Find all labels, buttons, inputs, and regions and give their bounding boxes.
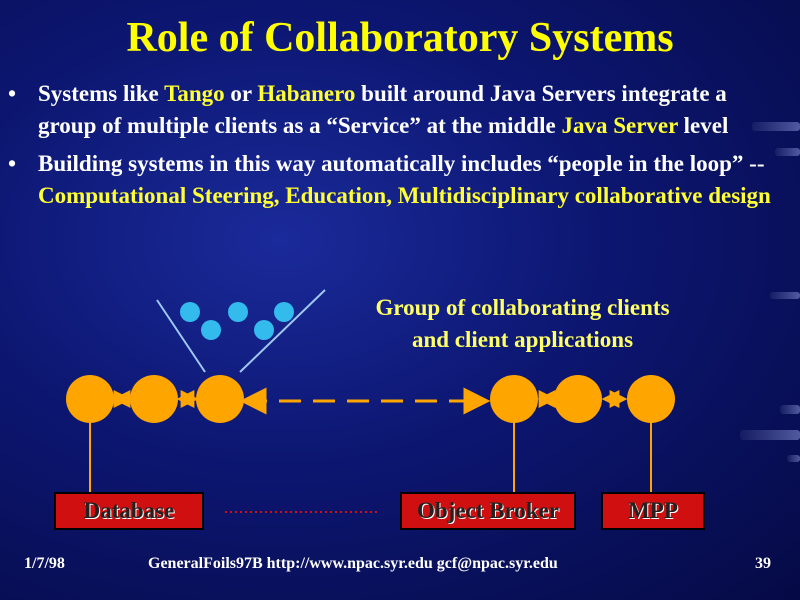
- bullet-marker: •: [8, 81, 17, 106]
- mpp-box: MPP: [601, 492, 705, 530]
- client-node: [627, 375, 675, 423]
- small-client-node: [274, 302, 294, 322]
- bullet-item: • Building systems in this way automatic…: [8, 148, 788, 212]
- background-streak: [752, 122, 800, 131]
- footer-source: GeneralFoils97B http://www.npac.syr.edu …: [148, 555, 558, 572]
- bullet-item: • Systems like Tango or Habanero built a…: [8, 78, 788, 142]
- funnel-line-right: [239, 289, 326, 373]
- client-node: [66, 375, 114, 423]
- background-streak: [775, 148, 800, 156]
- funnel-line-left: [156, 299, 206, 373]
- highlight-habanero: Habanero: [257, 81, 356, 106]
- diagram-caption: Group of collaborating clients and clien…: [330, 292, 715, 356]
- highlight-java-server: Java Server: [561, 113, 678, 138]
- footer-date: 1/7/98: [24, 555, 65, 572]
- bullet-list: • Systems like Tango or Habanero built a…: [8, 78, 788, 218]
- object-broker-box: Object Broker: [400, 492, 576, 530]
- database-box: Database: [54, 492, 204, 530]
- small-client-node: [228, 302, 248, 322]
- small-client-node: [254, 320, 274, 340]
- client-node: [490, 375, 538, 423]
- small-client-node: [180, 302, 200, 322]
- client-node: [130, 375, 178, 423]
- bullet-text: built around Java Servers integrate a gr…: [38, 81, 727, 138]
- slide-title: Role of Collaboratory Systems: [126, 15, 674, 61]
- bullet-marker: •: [8, 151, 17, 176]
- bullet-text: or: [224, 81, 258, 106]
- client-node: [554, 375, 602, 423]
- caption-line: and client applications: [411, 327, 634, 352]
- page-number: 39: [755, 555, 771, 572]
- bullet-text: Systems like: [38, 81, 165, 106]
- background-streak: [787, 455, 800, 462]
- background-streak: [740, 430, 800, 440]
- client-node: [196, 375, 244, 423]
- highlight-applications: Computational Steering, Education, Multi…: [38, 183, 771, 208]
- highlight-tango: Tango: [164, 81, 225, 106]
- caption-line: Group of collaborating clients: [375, 295, 670, 320]
- background-streak: [780, 405, 800, 414]
- small-client-node: [201, 320, 221, 340]
- background-streak: [770, 292, 800, 299]
- bullet-text: level: [677, 113, 729, 138]
- bullet-text: Building systems in this way automatical…: [38, 151, 765, 176]
